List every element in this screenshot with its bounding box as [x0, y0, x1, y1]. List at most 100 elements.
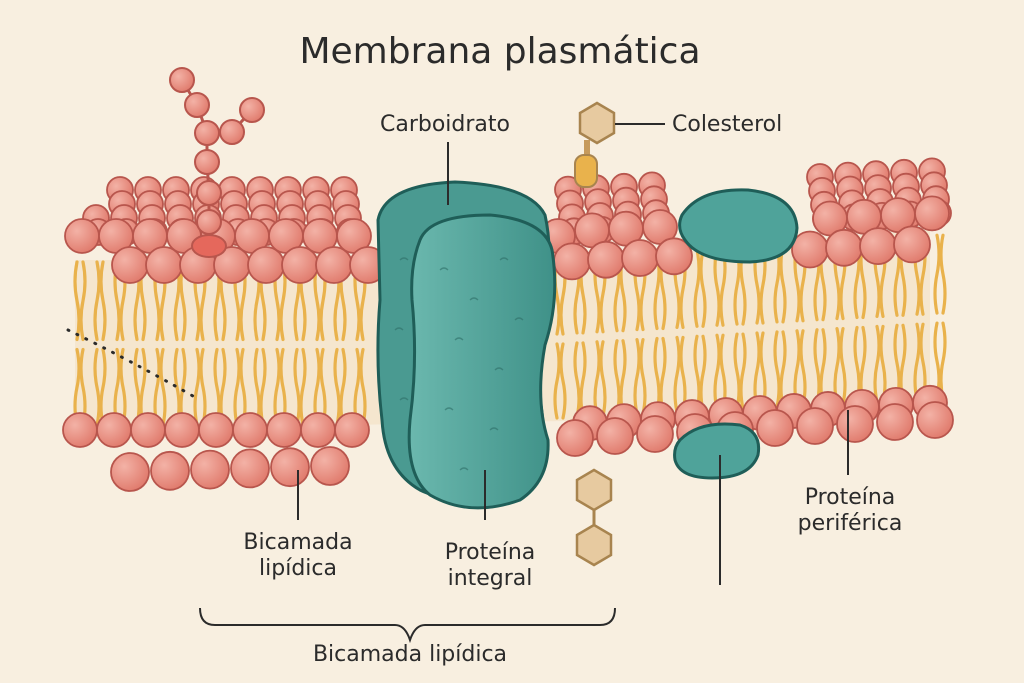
lipid-head: [587, 240, 625, 279]
lipid-head: [266, 412, 302, 448]
carbohydrate-label: Carboidrato: [379, 112, 510, 137]
lipid-tail: [933, 233, 941, 315]
lipid-head: [791, 230, 829, 269]
page-title: Membrana plasmática: [299, 31, 701, 72]
lipid-head: [621, 239, 659, 277]
lipid-tail: [693, 248, 701, 328]
bilayer-label-line1: Bicamada: [243, 530, 353, 555]
lipid-head: [315, 246, 353, 284]
integral-label-line2: integral: [447, 566, 533, 592]
lipid-head: [916, 401, 954, 439]
lipid-tail: [739, 332, 747, 411]
lipid-tail: [913, 322, 921, 402]
carbohydrate-chain: [169, 67, 265, 258]
lipid-head: [876, 403, 914, 441]
leader-lines: [199, 123, 849, 644]
lipid-head: [553, 242, 591, 281]
lipid-tail: [553, 342, 561, 420]
lipid-head: [247, 246, 285, 284]
peripheral-label-line1: Proteína: [804, 485, 896, 510]
lipid-head: [636, 415, 674, 453]
lipid-tail: [593, 340, 601, 418]
lipid-head: [110, 452, 150, 492]
lipid-tail: [199, 347, 207, 427]
lipid-tail: [873, 324, 881, 404]
lipid-tail: [93, 347, 101, 427]
lipid-head: [150, 450, 190, 491]
lipid-tail: [233, 347, 241, 427]
lipid-tail: [359, 347, 367, 427]
lipid-tail: [299, 347, 307, 427]
lipid-head: [825, 228, 863, 267]
bottom-bracket: [199, 607, 616, 644]
lipid-tail: [733, 332, 741, 411]
lipid-tail: [99, 347, 107, 427]
lipid-tail: [93, 260, 101, 342]
peripheral-protein-label: Proteína periférica: [770, 485, 930, 538]
lipid-head: [130, 412, 166, 448]
cut-edge-dots: [66, 328, 202, 402]
lipid-head: [230, 448, 270, 489]
lipid-head: [96, 412, 132, 448]
lipid-tail: [253, 347, 261, 427]
lipid-head: [164, 412, 200, 448]
lipid-tail: [839, 327, 847, 406]
cholesterol-label: Colesterol: [672, 112, 783, 137]
lipid-tail: [573, 341, 581, 419]
bilayer-bracket-label: Bicamada lipídica: [312, 642, 508, 667]
lipid-tail: [773, 330, 781, 409]
lipid-tail: [699, 334, 707, 413]
lipid-head: [914, 195, 950, 232]
lipid-tail: [799, 329, 807, 408]
lipid-head: [111, 246, 149, 284]
lipid-tail: [159, 347, 167, 427]
lipid-head: [232, 412, 268, 448]
lipid-tail: [673, 335, 681, 414]
integral-protein: [376, 180, 557, 510]
lipid-tail: [119, 347, 127, 427]
lipid-tail: [939, 321, 947, 401]
lipid-head: [836, 405, 874, 443]
lipid-tail: [559, 342, 567, 420]
lipid-tail: [259, 347, 267, 427]
lipid-tail: [293, 347, 301, 427]
lipid-tail: [699, 248, 707, 328]
lipid-tail: [579, 341, 587, 419]
lipid-head: [655, 237, 693, 276]
lower-hexagon-chain: [575, 468, 613, 567]
bilayer-label-line2: lipídica: [259, 556, 337, 582]
lipid-tail: [779, 330, 787, 409]
lipid-tail: [879, 324, 887, 404]
lipid-head: [310, 446, 350, 486]
lipid-tail: [693, 334, 701, 413]
lipid-head: [334, 412, 370, 448]
lipid-head: [190, 449, 230, 490]
lipid-tail: [713, 333, 721, 412]
lipid-heads-bottom: [62, 384, 954, 492]
lipid-head: [556, 419, 594, 457]
peripheral-label-line2: periférica: [797, 511, 903, 537]
lipid-head: [756, 409, 794, 447]
lipid-tail: [79, 260, 87, 342]
lipid-head: [270, 447, 310, 488]
integral-protein-label: Proteína integral: [410, 540, 570, 593]
lipid-tail: [99, 260, 107, 342]
lipid-head: [281, 246, 319, 284]
lipid-head: [64, 218, 100, 254]
peripheral-protein-top: [678, 188, 799, 264]
bilayer-label: Bicamada lipídica: [218, 530, 378, 583]
lipid-tail: [193, 347, 201, 427]
lipid-head: [62, 412, 98, 448]
lipid-head: [893, 225, 931, 264]
lipid-head: [198, 412, 234, 448]
lipid-tail: [639, 338, 647, 416]
lipid-head: [145, 246, 183, 284]
lipid-tail: [73, 260, 81, 342]
lipid-tail: [339, 347, 347, 427]
lipid-head: [859, 227, 897, 266]
lipid-head: [596, 417, 634, 455]
lipid-tail: [939, 233, 947, 315]
peripheral-protein-bottom: [673, 422, 761, 480]
